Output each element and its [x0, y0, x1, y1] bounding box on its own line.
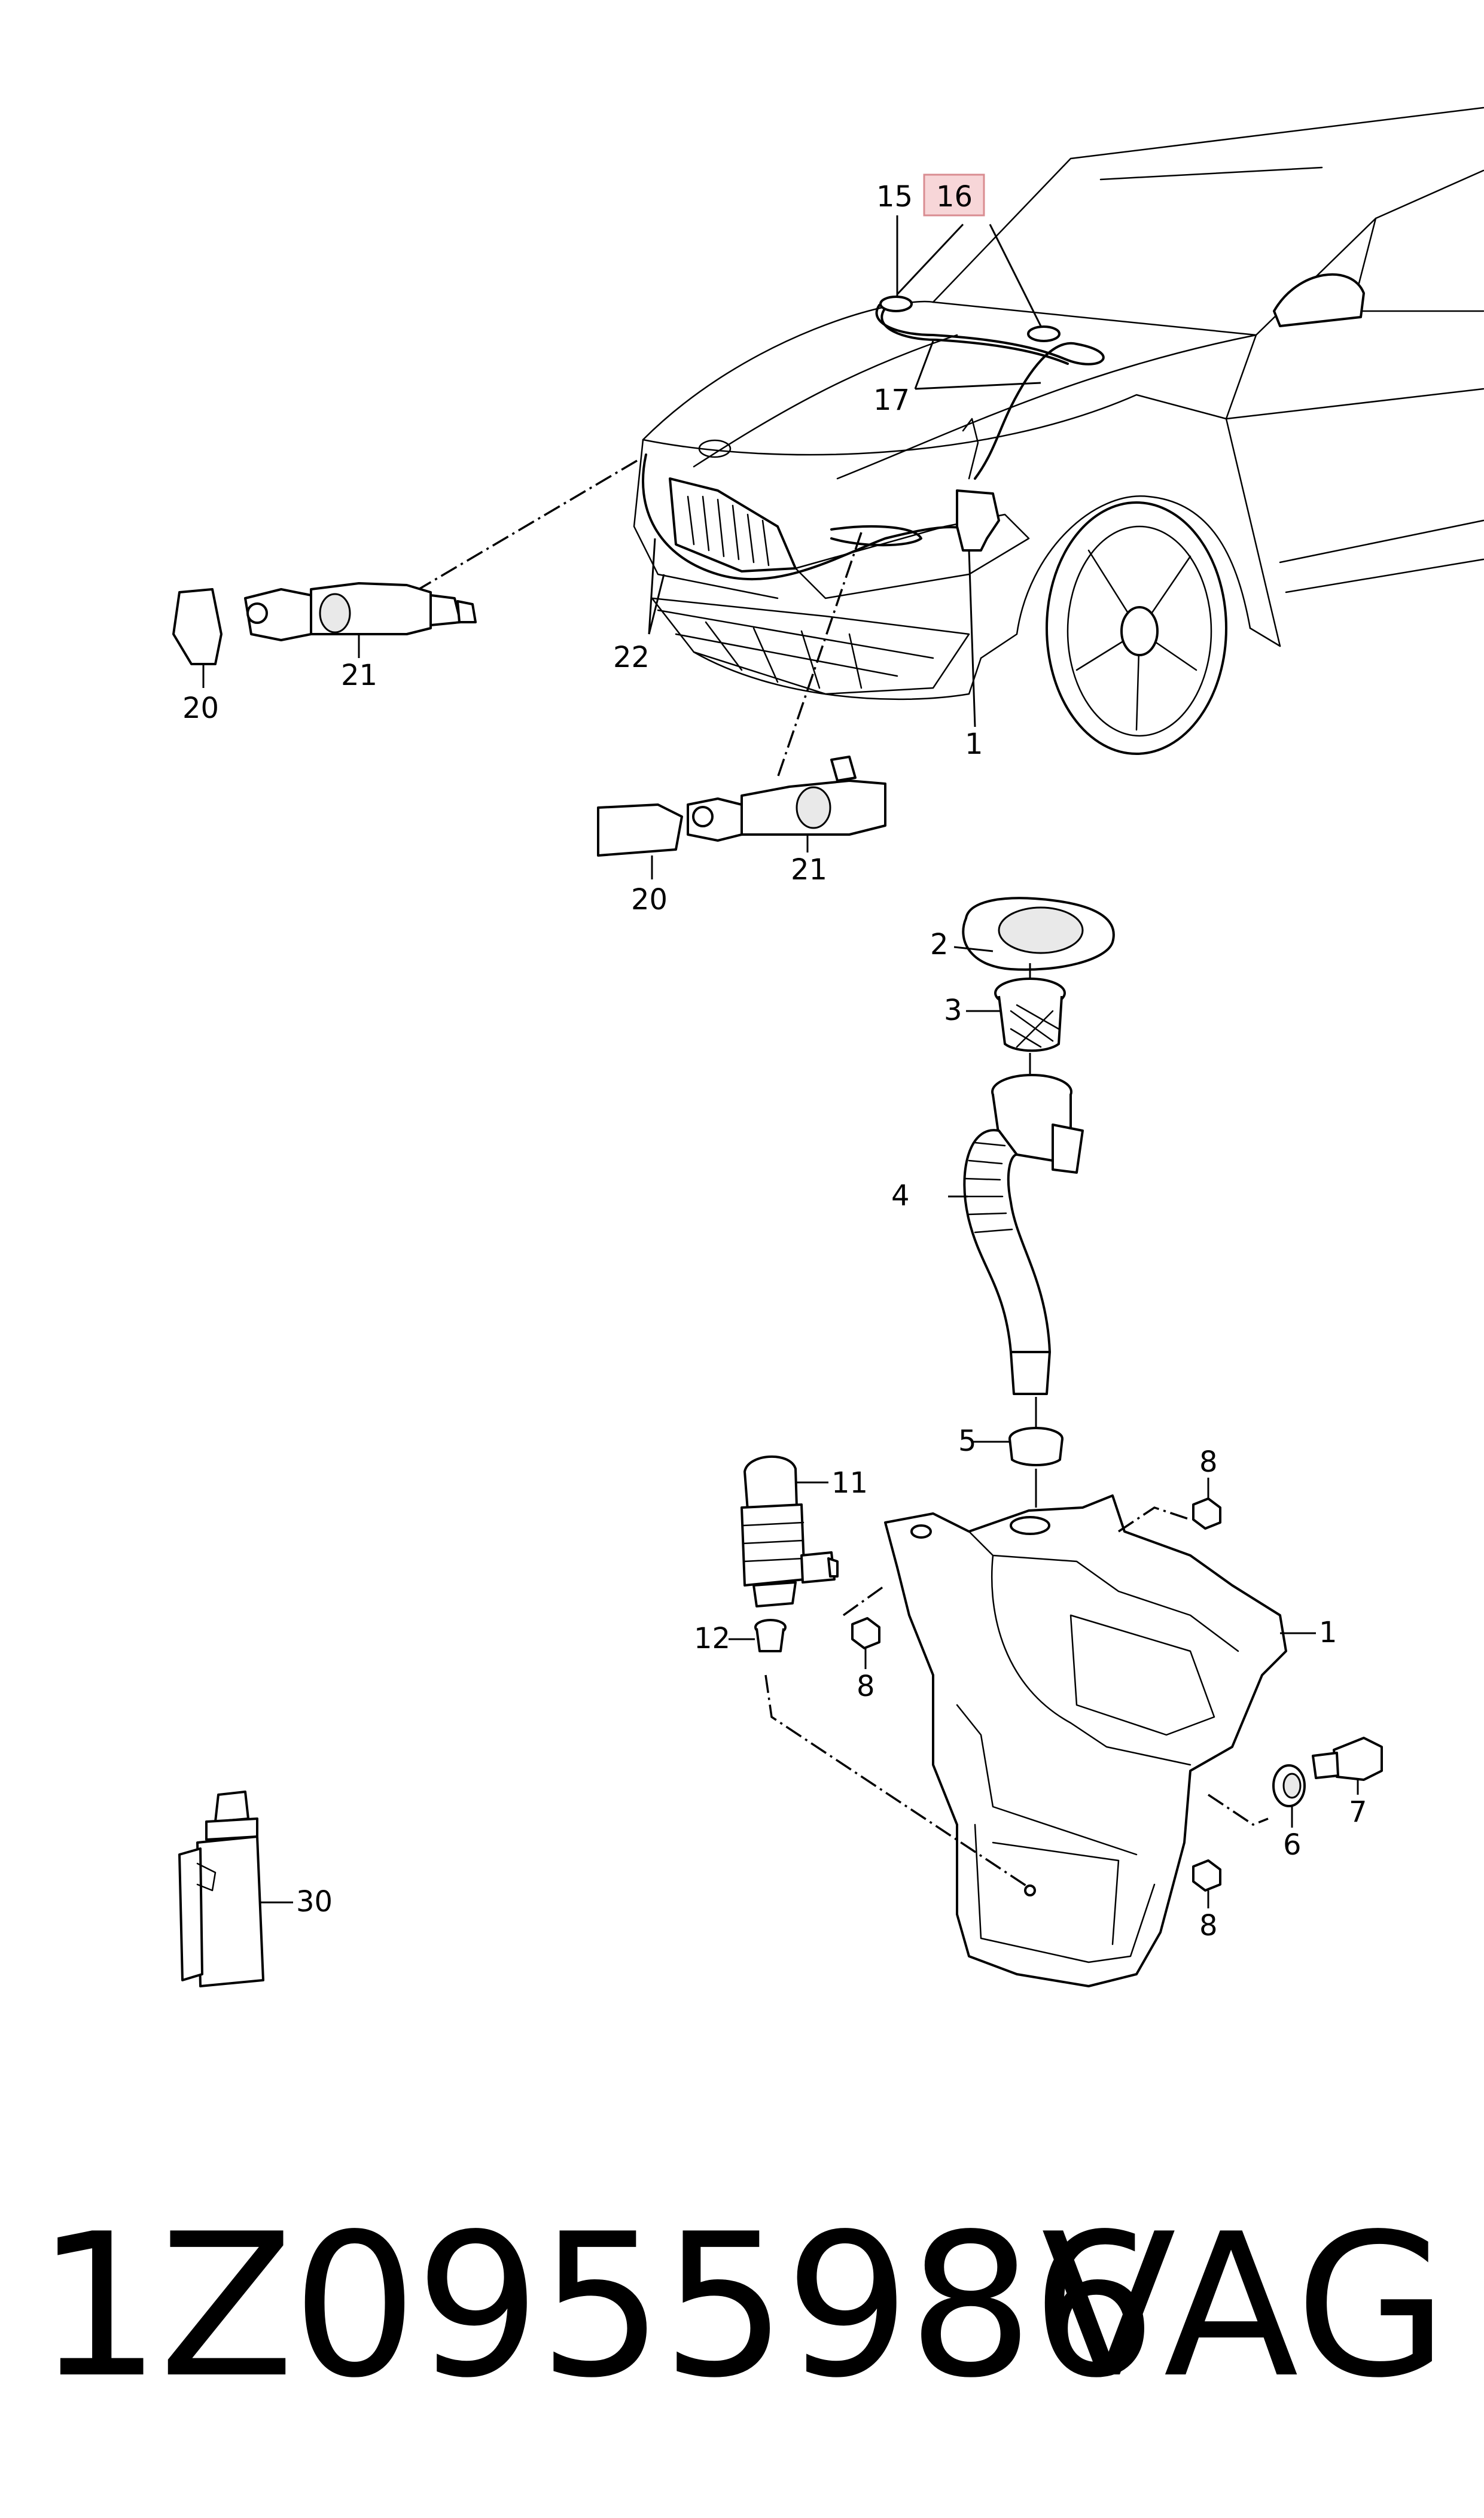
- callout-labels: 15 16 17 22 1 20 21 20 21 2 3 4 5 11 8 1…: [182, 180, 1367, 1942]
- callout-20-left: 20: [182, 692, 219, 725]
- callout-2: 2: [930, 928, 949, 961]
- callout-16: 16: [936, 180, 973, 214]
- callout-30: 30: [296, 1885, 333, 1919]
- exploded-parts-diagram: 15 16 17 22 1 20 21 20 21 2 3 4 5 11 8 1…: [172, 106, 1484, 1987]
- washer-pump: [729, 1456, 839, 1652]
- callout-7: 7: [1349, 1795, 1367, 1829]
- callout-3: 3: [944, 994, 962, 1027]
- washer-hose-routing: [642, 296, 1105, 581]
- highlight-box-16: [923, 173, 985, 217]
- callout-1-top: 1: [965, 727, 983, 761]
- callout-5: 5: [958, 1424, 977, 1458]
- callout-12: 12: [694, 1622, 730, 1655]
- car-leader-lines: [648, 215, 1042, 727]
- callout-8-bottom: 8: [1199, 1909, 1218, 1942]
- dash-nut-left: [842, 1584, 886, 1616]
- dash-sensor: [1208, 1794, 1269, 1826]
- callout-1-tank: 1: [1319, 1616, 1337, 1649]
- part-number: 1Z0955986: [36, 2191, 1157, 2421]
- callout-21-left: 21: [341, 659, 377, 692]
- brand-name: VAG: [1041, 2191, 1448, 2421]
- callout-11: 11: [831, 1466, 868, 1500]
- headlight-washer-nozzle-right: [597, 756, 886, 879]
- level-sensor: [1272, 1737, 1383, 1828]
- callout-17: 17: [873, 383, 910, 417]
- hex-nuts: [851, 1478, 1221, 1908]
- callout-20-mid: 20: [631, 883, 668, 917]
- callout-6: 6: [1283, 1828, 1302, 1862]
- headlight-washer-nozzle-left: [172, 582, 477, 688]
- callout-21-mid: 21: [791, 853, 827, 887]
- dash-nut-top: [1118, 1506, 1191, 1533]
- callout-15: 15: [876, 180, 913, 214]
- callout-4: 4: [891, 1179, 910, 1213]
- car-front-illustration: [633, 106, 1484, 755]
- fluid-bottle: [178, 1791, 293, 1987]
- washer-fluid-reservoir: [884, 1494, 1316, 1987]
- dash-mid-nozzle: [776, 532, 863, 778]
- dash-left-nozzle: [418, 459, 638, 590]
- callout-22: 22: [613, 641, 650, 674]
- dash-pump-to-tank: [764, 1674, 1029, 1889]
- filler-neck-assembly: [948, 897, 1115, 1508]
- callout-8-top: 8: [1199, 1445, 1218, 1479]
- callout-8-mid: 8: [857, 1670, 875, 1703]
